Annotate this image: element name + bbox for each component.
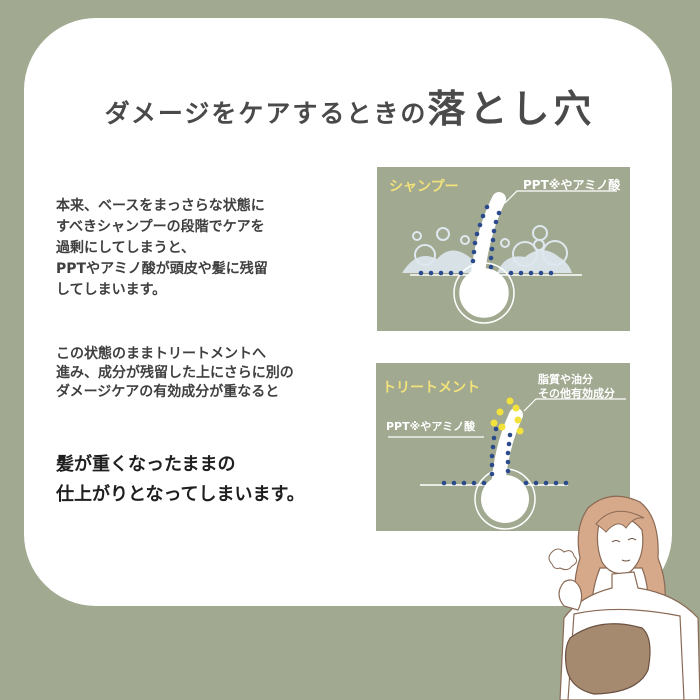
- ppt-dots: [418, 204, 554, 276]
- treatment-label-other: その他有効成分: [538, 387, 615, 400]
- title-prefix: ダメージをケアするときの: [104, 99, 428, 128]
- towel: [564, 623, 651, 695]
- ppt-dots: [441, 426, 569, 486]
- shampoo-heading: シャンプー: [389, 179, 459, 195]
- explanation-paragraph-1: 本来、ベースをまっさらな状態に すべきシャンプーの段階でケアを 過剰にしてしまう…: [56, 198, 268, 298]
- active-ingredient-dots: [490, 397, 524, 435]
- treatment-label-lipid: 脂質や油分: [538, 373, 593, 386]
- explanation-paragraph-2: この状態のままトリートメントへ 進み、成分が残留した上にさらに別の ダメージケア…: [56, 346, 294, 400]
- conclusion-text: 髪が重くなったままの 仕上がりとなってしまいます。: [56, 454, 305, 505]
- woman-illustration: [548, 495, 700, 700]
- treatment-label-ppt: PPT※やアミノ酸: [386, 420, 476, 433]
- shampoo-label: PPT※やアミノ酸: [523, 178, 621, 192]
- label-pointer-top: [523, 398, 626, 412]
- treatment-diagram: トリートメント 脂質や油分 その他有効成分 PPT※やアミノ酸: [376, 363, 630, 531]
- title-emphasis: 落とし穴: [427, 87, 596, 131]
- hair-shaft: [491, 408, 523, 498]
- treatment-illustration: [388, 397, 626, 530]
- treatment-heading: トリートメント: [382, 380, 480, 396]
- label-pointer: [504, 190, 617, 204]
- hair-shaft: [470, 192, 506, 290]
- shampoo-illustration: [402, 190, 617, 324]
- page-title: ダメージをケアするときの落とし穴: [0, 78, 700, 133]
- shampoo-diagram: シャンプー PPT※やアミノ酸: [377, 167, 630, 331]
